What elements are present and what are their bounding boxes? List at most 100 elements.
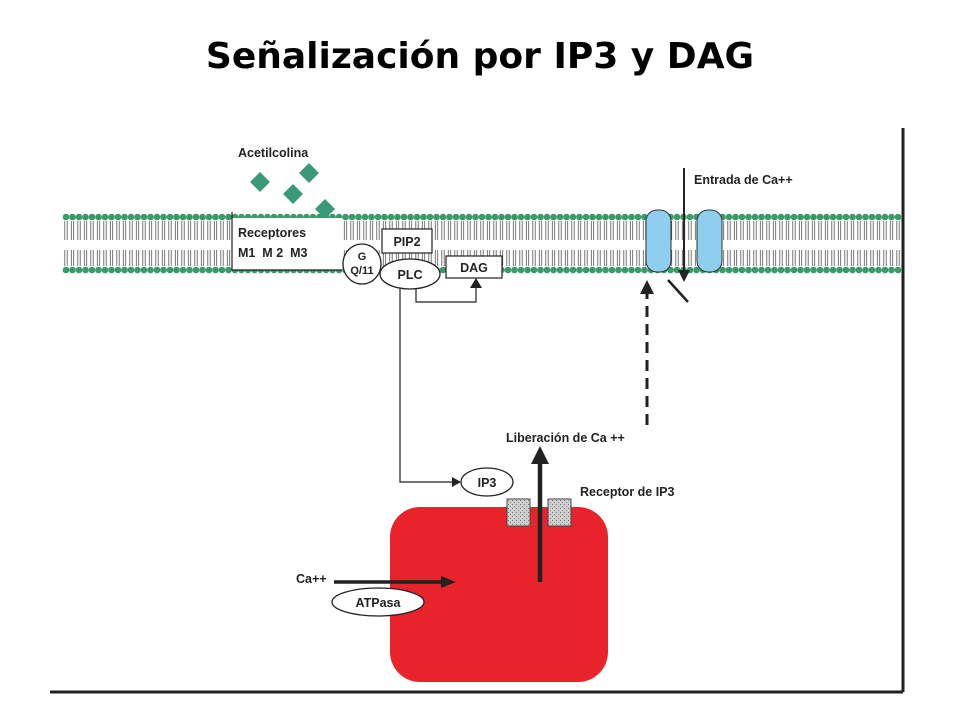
lipid-head: [894, 213, 902, 221]
lipid-head: [634, 266, 642, 274]
ca-channel-right: [696, 209, 723, 273]
lipid-head: [179, 266, 187, 274]
lipid-head: [439, 213, 447, 221]
plc-to-dag-arrow: [415, 284, 477, 303]
ca-entry-label: Entrada de Ca++: [694, 173, 793, 187]
lipid-head: [576, 213, 583, 221]
lipid-head: [121, 213, 128, 221]
lipid-head: [771, 266, 778, 274]
lipid-head: [140, 213, 148, 221]
lipid-head: [803, 266, 811, 274]
ligand-molecule: [299, 163, 319, 183]
lipid-head: [439, 266, 447, 274]
dag-label: DAG: [460, 261, 488, 275]
lipid-head: [719, 266, 726, 274]
lipid-head: [836, 266, 843, 274]
lipid-head: [569, 213, 577, 221]
lipid-head: [75, 213, 83, 221]
lipid-head: [517, 213, 525, 221]
lipid-head: [173, 213, 180, 221]
lipid-head: [530, 213, 538, 221]
ip3-receptor-left: [506, 498, 531, 527]
lipid-head: [491, 213, 499, 221]
lipid-head: [134, 266, 141, 274]
lipid-head: [556, 213, 564, 221]
receptor-box: [232, 218, 342, 270]
lipid-head: [888, 213, 895, 221]
lipid-head: [764, 213, 772, 221]
endoplasmic-reticulum: [390, 507, 608, 682]
lipid-head: [153, 213, 161, 221]
lipid-head: [634, 213, 642, 221]
lipid-head: [69, 266, 76, 274]
plc-enzyme: [379, 258, 441, 290]
lipid-head: [875, 266, 882, 274]
lipid-head: [186, 213, 193, 221]
lipid-head: [829, 213, 837, 221]
lipid-head: [173, 266, 180, 274]
lipid-head: [88, 213, 96, 221]
lipid-head: [127, 266, 135, 274]
lipid-head: [732, 266, 739, 274]
lipid-head: [381, 213, 388, 221]
lipid-head: [517, 266, 525, 274]
lipid-head: [192, 266, 200, 274]
lipid-head: [745, 266, 752, 274]
lipid-head: [693, 266, 700, 274]
lipid-head: [673, 266, 681, 274]
ca-release-arrowhead: [531, 446, 549, 464]
lipid-head: [218, 266, 226, 274]
lipid-head: [524, 266, 531, 274]
lipid-head: [797, 213, 804, 221]
lipid-head: [725, 213, 733, 221]
lipid-head: [777, 213, 785, 221]
lipid-head: [777, 266, 785, 274]
lipid-head: [810, 213, 817, 221]
lipid-head: [225, 213, 232, 221]
lipid-head: [628, 213, 635, 221]
channel-gate: [667, 279, 689, 303]
lipid-head: [816, 213, 824, 221]
lipid-head: [686, 213, 694, 221]
lipid-head: [563, 213, 570, 221]
lipid-head: [881, 266, 889, 274]
lipid-head: [101, 213, 109, 221]
lipid-head: [745, 213, 752, 221]
lipid-head: [784, 213, 791, 221]
receptor-types-label: M1 M 2 M3: [238, 246, 308, 260]
lipid-head: [446, 213, 453, 221]
lipid-head: [842, 213, 850, 221]
lipid-head: [127, 213, 135, 221]
lipid-head: [894, 266, 902, 274]
lipid-head: [771, 213, 778, 221]
lipid-head: [62, 266, 70, 274]
lipid-head: [82, 266, 89, 274]
lipid-head: [751, 266, 759, 274]
lipid-head: [803, 213, 811, 221]
ca-channel-left: [645, 209, 672, 273]
lipid-head: [192, 213, 200, 221]
lipid-head: [849, 213, 856, 221]
lipid-head: [862, 213, 869, 221]
lipid-head: [751, 213, 759, 221]
g-protein-label-bottom: Q/11: [350, 265, 373, 277]
lipid-head: [868, 266, 876, 274]
lipid-head: [108, 266, 115, 274]
receptors-label: Receptores: [238, 226, 306, 240]
ligand-molecules: [250, 163, 335, 219]
lipid-head: [101, 266, 109, 274]
lipid-head: [621, 213, 629, 221]
ip3-receptor-right: [547, 498, 572, 527]
lipid-head: [186, 266, 193, 274]
lipid-head: [628, 266, 635, 274]
lipid-head: [62, 213, 70, 221]
lipid-head: [732, 213, 739, 221]
lipid-head: [465, 213, 473, 221]
lipid-head: [153, 266, 161, 274]
lipid-head: [342, 213, 349, 221]
lipid-head: [413, 213, 421, 221]
plc-to-ip3-arrow: [399, 289, 456, 483]
lipid-head: [504, 266, 512, 274]
ca-uptake-arrowhead: [441, 576, 456, 588]
lipid-head: [582, 213, 590, 221]
